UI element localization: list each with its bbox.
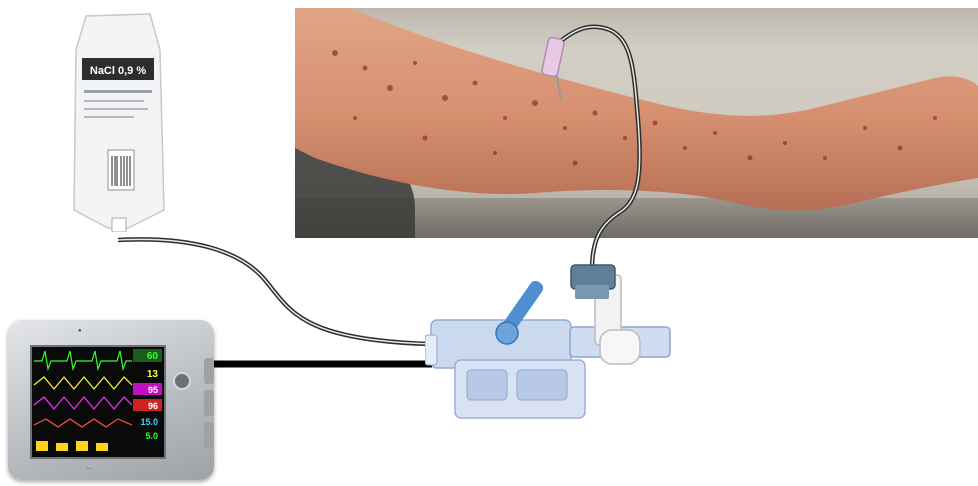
readout-6: 5.0 (145, 431, 158, 441)
readout-3: 95 (148, 385, 158, 395)
readout-4: 96 (148, 401, 158, 411)
readout-5: 15.0 (140, 417, 158, 427)
readout-2: 13 (147, 369, 159, 380)
monitor-model-label: — (86, 466, 91, 472)
monitor-waveforms: 60 13 95 96 15.0 5.0 (32, 347, 164, 457)
monitor-screen: 60 13 95 96 15.0 5.0 (30, 345, 166, 459)
monitor-port (204, 422, 214, 448)
monitor-knob[interactable] (173, 372, 191, 390)
monitor-port (204, 358, 214, 384)
luer-connector (571, 265, 615, 299)
arterial-line (562, 27, 640, 270)
patient-monitor: ● 60 13 95 96 15.0 5.0 (8, 320, 214, 480)
readout-hr: 60 (147, 351, 159, 362)
monitor-logo: ● (78, 328, 82, 334)
pressure-transducer (425, 255, 675, 430)
monitor-port (204, 390, 214, 416)
